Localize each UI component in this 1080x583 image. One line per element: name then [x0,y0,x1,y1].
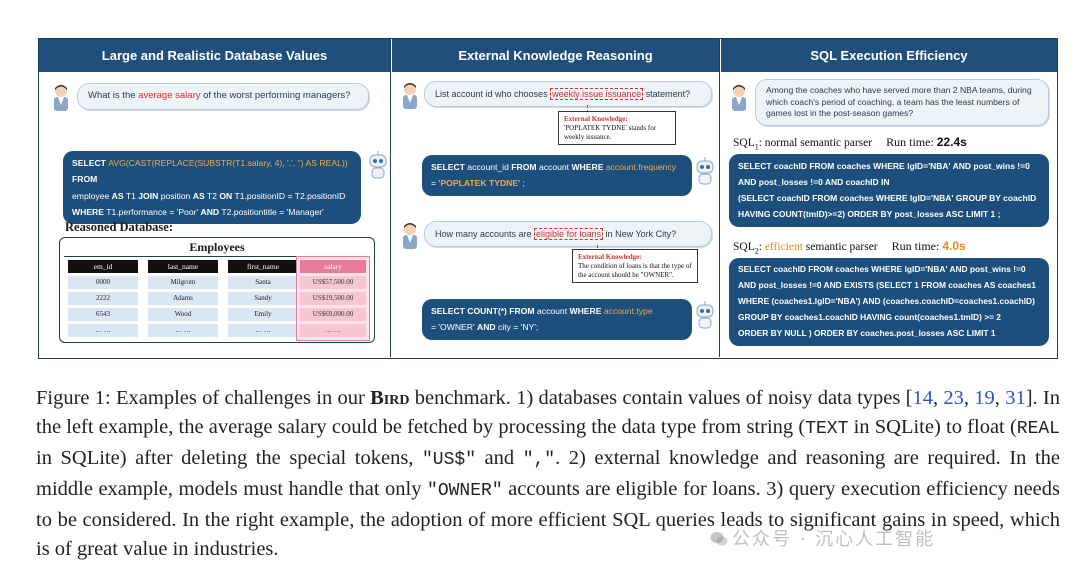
panel-database-values: Large and Realistic Database Values What… [39,39,391,357]
employees-table: Employees em_id 0000 2222 6543 … … last_… [59,237,375,343]
question-highlight: average salary [138,90,201,101]
sql-line: SELECT coachID FROM coaches WHERE lgID='… [738,264,1026,274]
question-bubble-2: How many accounts are eligible for loans… [424,221,712,248]
panel-external-knowledge: External Knowledge Reasoning List accoun… [392,39,720,357]
table-cell: Santa [228,276,298,289]
run-time-label: Run time: [886,135,937,149]
table-cell: … … [148,324,218,337]
sql-bubble-normal: SELECT coachID FROM coaches WHERE lgID='… [729,154,1049,227]
external-knowledge-box-1: External Knowledge: 'POPLATEK TYDNE' sta… [558,111,676,146]
sql-line: GROUP BY coaches1.coachID HAVING count(c… [738,311,1001,322]
column-em-id: em_id 0000 2222 6543 … … [68,260,138,337]
watermark: 公众号 · 沉心人工智能 [710,525,935,551]
sql-line: WHERE (coaches1.lgID='NBA') AND (coaches… [738,295,1035,306]
table-cell: … … [68,324,138,337]
panel-header-left: Large and Realistic Database Values [39,39,390,72]
sql-line: HAVING COUNT(tmID)>=2) ORDER BY post_los… [738,209,1001,220]
reasoned-database-title: Reasoned Database: [65,220,173,234]
user-avatar-icon [54,85,68,111]
sql-line: SELECT coachID FROM coaches WHERE lgID='… [738,161,1030,171]
table-cell: 0000 [68,276,138,289]
knowledge-title: External Knowledge: [578,253,642,261]
run-time-value: 4.0s [942,239,966,253]
table-cell: … … [300,324,366,337]
figure-caption: Figure 1: Examples of challenges in our … [36,387,1061,560]
sql-line: (SELECT coachID FROM coaches WHERE lgID=… [738,193,1037,204]
table-cell: US$69,000.00 [300,308,366,321]
citation-link[interactable]: 23 [943,387,964,409]
citation-link[interactable]: 31 [1005,387,1026,409]
question-text-end: of the worst performing managers? [200,90,351,101]
column-header: salary [300,260,366,273]
user-avatar-icon [732,85,746,111]
sql-line: ORDER BY NULL ) ORDER BY coaches.post_lo… [738,327,996,338]
question-bubble-1: List account id who chooses weekly issue… [424,81,712,108]
table-cell: Emily [228,308,298,321]
table-cell: 2222 [68,292,138,305]
question-text: List account id who chooses [435,89,551,99]
robot-icon [696,157,714,185]
sql-bubble-mid-1: SELECT account_id FROM account WHERE acc… [422,155,692,196]
table-divider [64,256,370,257]
knowledge-text: The condition of loans is that the type … [578,261,692,279]
table-cell: Milgrom [148,276,218,289]
question-text: What is the [88,90,139,101]
table-cell: … … [228,324,298,337]
user-avatar-icon [403,223,417,249]
table-cell: Adams [148,292,218,305]
column-header: em_id [68,260,138,273]
watermark-text: 公众号 · 沉心人工智能 [732,529,936,550]
robot-icon [696,301,714,329]
benchmark-name: Bird [370,387,410,409]
table-title: Employees [189,240,245,254]
sql-bubble-mid-2: SELECT COUNT(*) FROM account WHERE accou… [422,299,692,340]
table-cell: Sandy [228,292,298,305]
figure-1: Large and Realistic Database Values What… [38,38,1058,359]
sql-bubble-efficient: SELECT coachID FROM coaches WHERE lgID='… [729,258,1049,346]
robot-icon [369,151,387,179]
question-highlight: weekly issue issuance [550,88,644,100]
column-salary: salary US$57,500.00 US$19,500.00 US$69,0… [296,256,370,341]
external-knowledge-box-2: External Knowledge: The condition of loa… [572,249,698,284]
citation-link[interactable]: 19 [974,387,995,409]
panel-sql-efficiency: SQL Execution Efficiency Among the coach… [721,39,1057,357]
column-header: first_name [228,260,298,273]
question-bubble: Among the coaches who have served more t… [755,79,1049,126]
question-text: How many accounts are [435,229,535,239]
column-header: last_name [148,260,218,273]
table-cell: 6543 [68,308,138,321]
knowledge-title: External Knowledge: [564,115,628,123]
sql-line: AND post_losses !=0 AND EXISTS (SELECT 1… [738,279,1036,290]
sql-line: AND post_losses !=0 AND coachID IN [738,177,890,188]
wechat-icon [710,532,728,546]
table-cell: US$19,500.00 [300,292,366,305]
question-bubble: What is the average salary of the worst … [77,83,369,110]
user-avatar-icon [403,83,417,109]
citation-link[interactable]: 14 [912,387,933,409]
run-time-value: 22.4s [936,135,967,149]
knowledge-text: 'POPLATEK TYDNE' stands for weekly issua… [564,123,657,141]
panel-header-right: SQL Execution Efficiency [721,39,1057,72]
panel-header-mid: External Knowledge Reasoning [392,39,719,72]
table-cell: US$57,500.00 [300,276,366,289]
run-time-label: Run time: [891,239,943,253]
question-highlight: eligible for loans [534,228,604,240]
sql-bubble-left: SELECT AVG(CAST(REPLACE(SUBSTR(T1.salary… [63,151,361,225]
column-first-name: first_name Santa Sandy Emily … … [228,260,298,337]
question-text-end: in New York City? [603,229,677,239]
table-cell: Wood [148,308,218,321]
question-text-end: statement? [643,89,691,99]
column-last-name: last_name Milgrom Adams Wood … … [148,260,218,337]
